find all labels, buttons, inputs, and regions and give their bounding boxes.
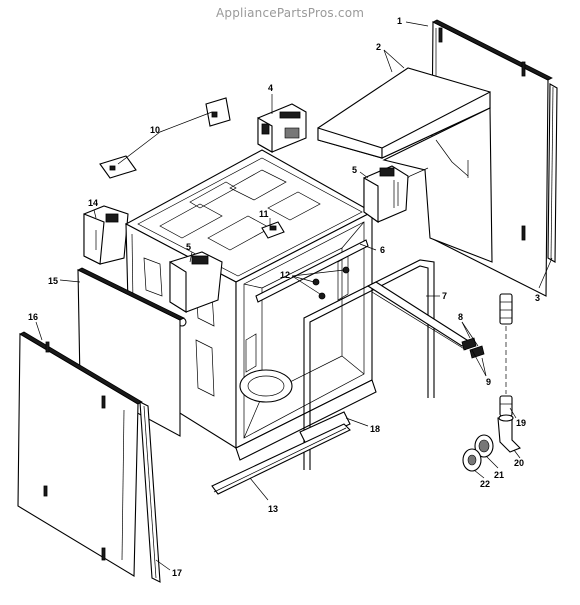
part-5-left-bracket bbox=[169, 251, 223, 327]
part-17-strip bbox=[139, 401, 161, 583]
callout-13: 13 bbox=[268, 504, 278, 514]
callout-17: 17 bbox=[172, 568, 182, 578]
part-20-elbow bbox=[497, 414, 521, 453]
part-21-nut bbox=[474, 434, 494, 458]
part-6-gasket bbox=[255, 239, 369, 303]
callout-19: 19 bbox=[516, 418, 526, 428]
callout-20: 20 bbox=[514, 458, 524, 468]
callout-22: 22 bbox=[480, 479, 490, 489]
callout-9: 9 bbox=[486, 377, 491, 387]
part-5-right-bracket bbox=[363, 165, 409, 224]
callout-7: 7 bbox=[442, 291, 447, 301]
callout-11: 11 bbox=[259, 209, 269, 219]
watermark: AppliancePartsPros.com bbox=[216, 6, 365, 20]
callout-labels: 1 2 3 4 5 5 6 7 8 9 10 11 12 13 14 15 16… bbox=[28, 16, 540, 578]
part-10-hinge-brackets bbox=[99, 97, 231, 179]
part-14-bracket bbox=[83, 205, 129, 265]
part-3-trim-strip bbox=[547, 83, 558, 263]
leader-lines bbox=[35, 21, 553, 571]
callout-5-right: 5 bbox=[352, 165, 357, 175]
callout-2: 2 bbox=[376, 42, 381, 52]
callout-16: 16 bbox=[28, 312, 38, 322]
callout-12: 12 bbox=[280, 270, 290, 280]
callout-5-left: 5 bbox=[186, 242, 191, 252]
part-13-kick-rail bbox=[211, 423, 351, 495]
callout-8: 8 bbox=[458, 312, 463, 322]
part-16-side-panel bbox=[17, 331, 143, 577]
callout-15: 15 bbox=[48, 276, 58, 286]
part-8-rail bbox=[366, 281, 485, 359]
callout-18: 18 bbox=[370, 424, 380, 434]
callout-14: 14 bbox=[88, 198, 98, 208]
callout-6: 6 bbox=[380, 245, 385, 255]
part-2-top-shield bbox=[317, 67, 493, 263]
callout-10: 10 bbox=[150, 125, 160, 135]
part-19-fitting bbox=[499, 293, 513, 417]
part-4-bracket bbox=[257, 103, 307, 153]
part-18-bottom-frame bbox=[299, 411, 351, 445]
part-22-washer bbox=[462, 448, 482, 472]
callout-1: 1 bbox=[397, 16, 402, 26]
callout-3: 3 bbox=[535, 293, 540, 303]
part-11-clip bbox=[261, 221, 285, 239]
callout-4: 4 bbox=[268, 83, 273, 93]
part-7-door-gasket bbox=[303, 259, 435, 470]
callout-21: 21 bbox=[494, 470, 504, 480]
